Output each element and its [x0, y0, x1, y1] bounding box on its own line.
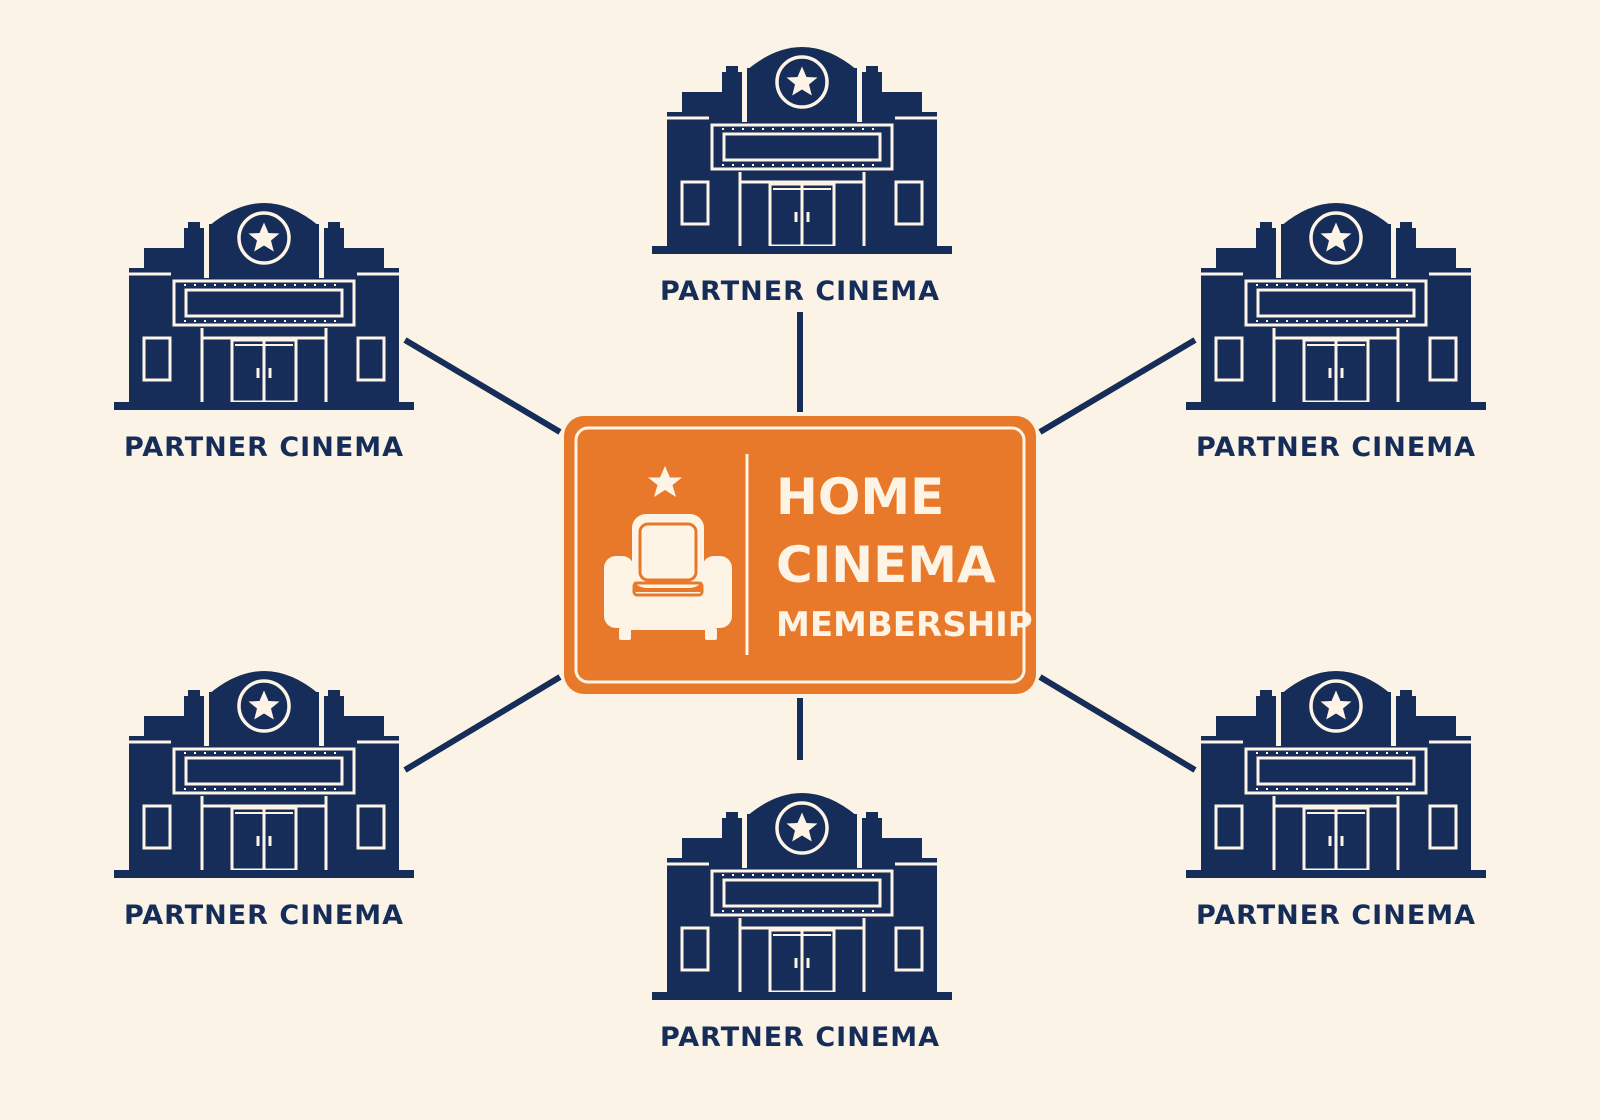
partner-cinema-label: PARTNER CINEMA: [1196, 900, 1476, 931]
cinema-building-icon: [112, 669, 416, 880]
partner-cinema-node: PARTNER CINEMA: [1184, 201, 1488, 463]
connector-upper-left: [403, 337, 562, 435]
hub-subtitle: MEMBERSHIP: [776, 605, 1033, 645]
partner-cinema-label: PARTNER CINEMA: [124, 900, 404, 931]
connector-lower-left: [403, 674, 562, 773]
hub-title-line-1: HOME: [776, 468, 944, 526]
cinema-building-icon: [112, 201, 416, 412]
partner-cinema-node: PARTNER CINEMA: [1184, 669, 1488, 931]
cinema-building-icon: [650, 45, 954, 256]
partner-cinema-node: PARTNER CINEMA: [112, 669, 416, 931]
partner-cinema-label: PARTNER CINEMA: [1196, 432, 1476, 463]
partner-cinema-label: PARTNER CINEMA: [660, 1022, 940, 1053]
connector-lower-right: [1038, 674, 1197, 773]
cinema-building-icon: [1184, 201, 1488, 412]
hub-title-line-2: CINEMA: [776, 536, 996, 594]
cinema-building-icon: [650, 791, 954, 1002]
connectors: [403, 312, 1197, 773]
partner-cinema-label: PARTNER CINEMA: [124, 432, 404, 463]
cinema-building-icon: [1184, 669, 1488, 880]
armchair-star-icon: [604, 466, 732, 640]
hub-membership-card: HOME CINEMA MEMBERSHIP: [564, 416, 1036, 694]
partner-cinema-node: PARTNER CINEMA: [650, 45, 954, 307]
partner-cinema-node: PARTNER CINEMA: [650, 791, 954, 1053]
connector-upper-right: [1038, 337, 1197, 435]
partner-cinema-label: PARTNER CINEMA: [660, 276, 940, 307]
partner-cinema-node: PARTNER CINEMA: [112, 201, 416, 463]
